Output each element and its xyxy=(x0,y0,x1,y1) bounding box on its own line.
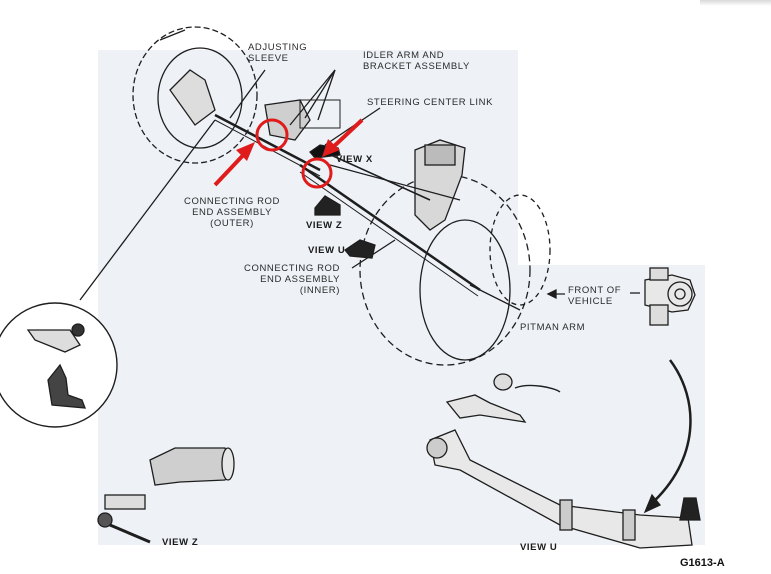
label-view-z-top: VIEW Z xyxy=(306,220,343,231)
castle-nut xyxy=(493,373,513,391)
detail-circle xyxy=(0,302,118,428)
left-knuckle xyxy=(169,69,216,126)
label-rod-end-inner: CONNECTING ROD END ASSEMBLY (INNER) xyxy=(244,263,341,296)
label-view-z-bottom: VIEW Z xyxy=(162,537,199,548)
arrowhead-outer xyxy=(236,142,255,161)
label-adjusting-sleeve: ADJUSTING SLEEVE xyxy=(248,42,308,64)
label-rod-end-outer: CONNECTING ROD END ASSEMBLY (OUTER) xyxy=(184,196,281,229)
label-idler-arm: IDLER ARM AND BRACKET ASSEMBLY xyxy=(363,50,470,72)
detail-leader xyxy=(79,119,216,301)
annotation-circle-center-link xyxy=(301,157,333,189)
view-z-rod xyxy=(149,447,233,486)
figure-id: G1613-A xyxy=(680,557,725,569)
label-view-x: VIEW X xyxy=(336,154,373,165)
view-z-marker xyxy=(314,195,341,216)
idler-bracket xyxy=(264,99,311,141)
curved-arrow xyxy=(649,359,692,506)
arrowhead-center xyxy=(322,139,340,157)
right-wheel-inner xyxy=(419,219,511,361)
idler-link xyxy=(319,149,431,201)
label-center-link: STEERING CENTER LINK xyxy=(367,97,494,108)
pitman-arm-part xyxy=(445,394,527,423)
outer-tie-rod xyxy=(214,113,321,172)
label-view-u-bottom: VIEW U xyxy=(520,542,558,553)
label-view-u-top: VIEW U xyxy=(308,245,346,256)
center-link xyxy=(299,163,481,292)
left-wheel-outer xyxy=(132,26,258,164)
window-edge xyxy=(700,0,771,6)
left-wheel-inner xyxy=(157,47,243,149)
label-front-of-vehicle: FRONT OF VEHICLE xyxy=(568,285,622,307)
view-u-marker xyxy=(344,239,376,259)
label-pitman-arm: PITMAN ARM xyxy=(520,322,586,333)
cotter-pin xyxy=(514,384,561,393)
annotation-circle-idler xyxy=(255,118,289,152)
ball-stud xyxy=(679,497,701,521)
annotation-arrow-center xyxy=(328,118,364,152)
